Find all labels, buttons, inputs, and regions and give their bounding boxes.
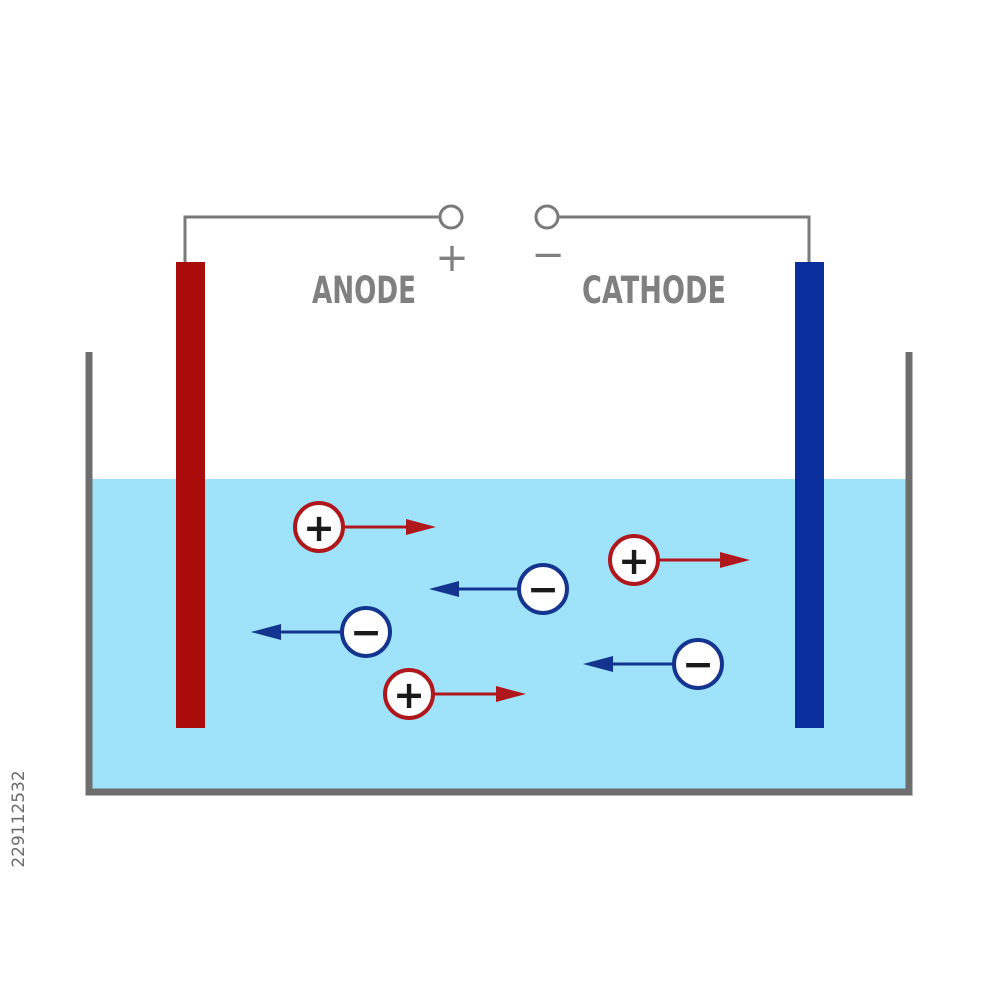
watermark-stock-id: 229112532 bbox=[9, 770, 29, 867]
container-vessel bbox=[85, 352, 913, 796]
anode-wire bbox=[183, 215, 440, 262]
ions-layer: + − + − − bbox=[251, 501, 750, 720]
ion-sign: − bbox=[350, 610, 382, 654]
cathode-terminal-sign: − bbox=[531, 232, 565, 278]
positive-ion: + bbox=[293, 501, 436, 553]
ion-circle bbox=[517, 563, 569, 615]
ion-circle bbox=[608, 534, 660, 586]
positive-ion: + bbox=[383, 668, 526, 720]
arrow-head-right bbox=[720, 552, 750, 568]
ion-sign: − bbox=[682, 642, 714, 686]
anode-label: ANODE bbox=[312, 269, 416, 312]
negative-ion: − bbox=[251, 606, 392, 658]
ion-circle bbox=[672, 638, 724, 690]
negative-ion: − bbox=[429, 563, 569, 615]
positive-ion: + bbox=[608, 534, 750, 586]
anode-electrode bbox=[176, 262, 205, 728]
arrow-head-right bbox=[496, 686, 526, 702]
ion-circle bbox=[383, 668, 435, 720]
anode-terminal bbox=[438, 204, 464, 230]
cathode-terminal bbox=[534, 204, 560, 230]
cathode-label: CATHODE bbox=[582, 269, 726, 312]
negative-ion: − bbox=[583, 638, 724, 690]
ion-circle bbox=[293, 501, 345, 553]
cathode-electrode bbox=[795, 262, 824, 728]
arrow-head-left bbox=[429, 581, 459, 597]
arrow-head-right bbox=[406, 519, 436, 535]
ion-sign: + bbox=[393, 673, 425, 717]
arrow-head-left bbox=[583, 656, 613, 672]
ion-sign: + bbox=[618, 539, 650, 583]
ion-sign: + bbox=[303, 506, 335, 550]
arrow-head-left bbox=[251, 624, 281, 640]
cathode-wire bbox=[558, 215, 811, 262]
electrolyte bbox=[89, 479, 909, 792]
anode-terminal-sign: + bbox=[435, 235, 469, 281]
ion-circle bbox=[340, 606, 392, 658]
ion-sign: − bbox=[527, 567, 559, 611]
